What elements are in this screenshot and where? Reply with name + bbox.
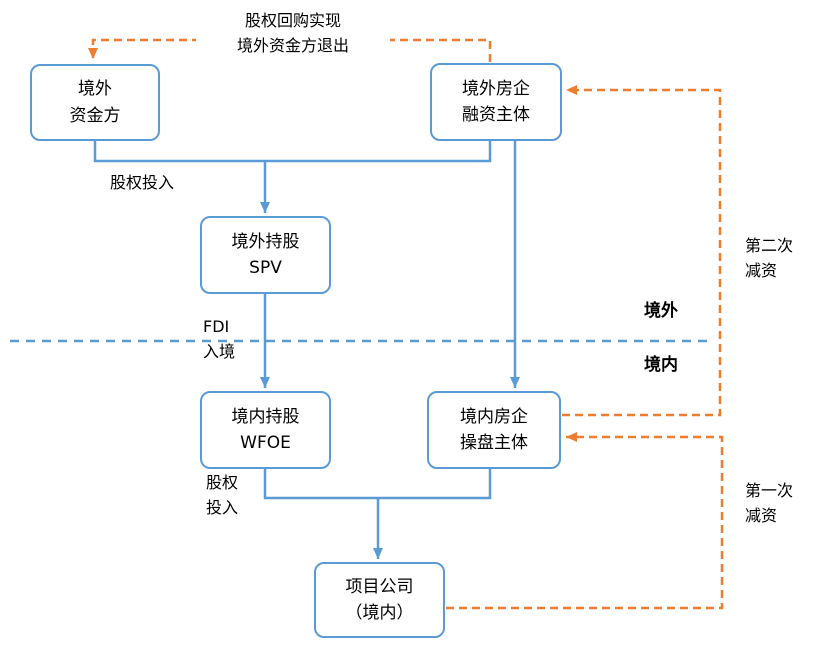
label-equity-investment-bottom: 股权 投入 xyxy=(206,473,239,517)
label-equity-buyback-exit: 股权回购实现 境外资金方退出 xyxy=(196,8,390,60)
node-project-company: 项目公司 （境内） xyxy=(314,562,445,638)
label-onshore-region: 境内 xyxy=(644,355,678,375)
label-second-capital-reduction: 第二次 减资 xyxy=(745,236,794,280)
node-offshore-capital: 境外 资金方 xyxy=(30,64,160,141)
arrow-second-capital-reduction xyxy=(562,85,722,417)
node-offshore-developer: 境外房企 融资主体 xyxy=(430,63,562,141)
label-equity-investment-top: 股权投入 xyxy=(110,173,175,192)
label-first-capital-reduction: 第一次 减资 xyxy=(745,481,794,525)
connector-wfoe-operator-bus xyxy=(263,469,492,500)
node-onshore-operator: 境内房企 操盘主体 xyxy=(427,391,561,469)
node-onshore-wfoe: 境内持股 WFOE xyxy=(200,391,331,469)
label-offshore-region: 境外 xyxy=(644,301,678,321)
connector-capital-to-developer-bus xyxy=(93,141,492,163)
arrow-first-capital-reduction xyxy=(446,432,724,610)
node-offshore-spv: 境外持股 SPV xyxy=(200,216,331,294)
label-fdi-entry: FDI 入境 xyxy=(203,317,236,361)
